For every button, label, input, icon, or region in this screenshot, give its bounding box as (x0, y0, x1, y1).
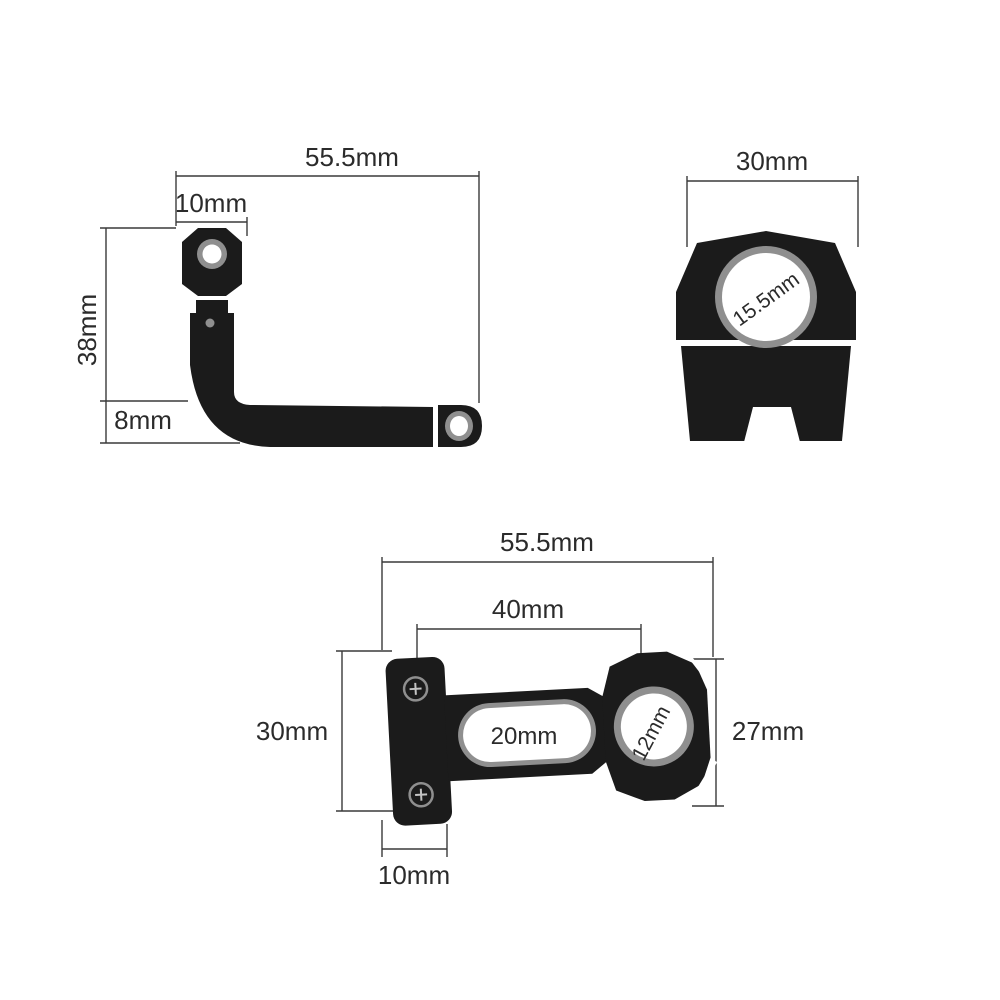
clamp-dimension-lines (686, 176, 859, 247)
clamp-width-dim-label: 30mm (736, 146, 808, 176)
side-bracket-view: 55.5mm 10mm 38mm 8mm (72, 142, 482, 450)
side-arm-thickness-dim-label: 8mm (114, 405, 172, 435)
top-dimension-lines (336, 557, 724, 857)
side-hole-offset-dim-label: 10mm (175, 188, 247, 218)
mount-bore (620, 693, 687, 760)
nut-hole (202, 244, 222, 264)
base-notch (744, 407, 800, 442)
top-plate-width-dim-label: 10mm (378, 860, 450, 890)
end-hole (450, 416, 468, 436)
side-height-dim-label: 38mm (72, 294, 102, 366)
arm-pin-hole (205, 318, 215, 328)
top-slot-dim-label: 20mm (491, 723, 558, 750)
top-hole-span-dim-label: 40mm (492, 594, 564, 624)
mount-plate (385, 656, 453, 826)
slot-hole (463, 704, 591, 763)
bracket-arm (190, 313, 433, 447)
screw-cross-line (414, 682, 417, 695)
clamp-bore (722, 253, 810, 341)
screw-cross (409, 682, 428, 801)
clamp-part (671, 231, 861, 442)
clamp-front-view: 30mm 15.5mm (671, 146, 861, 442)
top-clamp-height-dim-label: 27mm (732, 716, 804, 746)
bracket-neck (196, 300, 228, 314)
top-width-dim-label: 55.5mm (500, 527, 594, 557)
side-dimension-lines (100, 171, 480, 444)
top-mount-part (385, 651, 718, 826)
clamp-base (681, 346, 851, 441)
screw-cross-line (419, 788, 423, 801)
side-bracket-part (182, 228, 482, 450)
clamp-split-gap (688, 656, 714, 687)
side-width-dim-label: 55.5mm (305, 142, 399, 172)
clamp-split-gap (695, 760, 718, 793)
top-mount-view: 55.5mm 40mm 30mm 27mm 10mm 20mm 12mm (256, 527, 804, 890)
side-dimension-labels: 55.5mm 10mm 38mm 8mm (72, 142, 399, 435)
top-plate-height-dim-label: 30mm (256, 716, 328, 746)
